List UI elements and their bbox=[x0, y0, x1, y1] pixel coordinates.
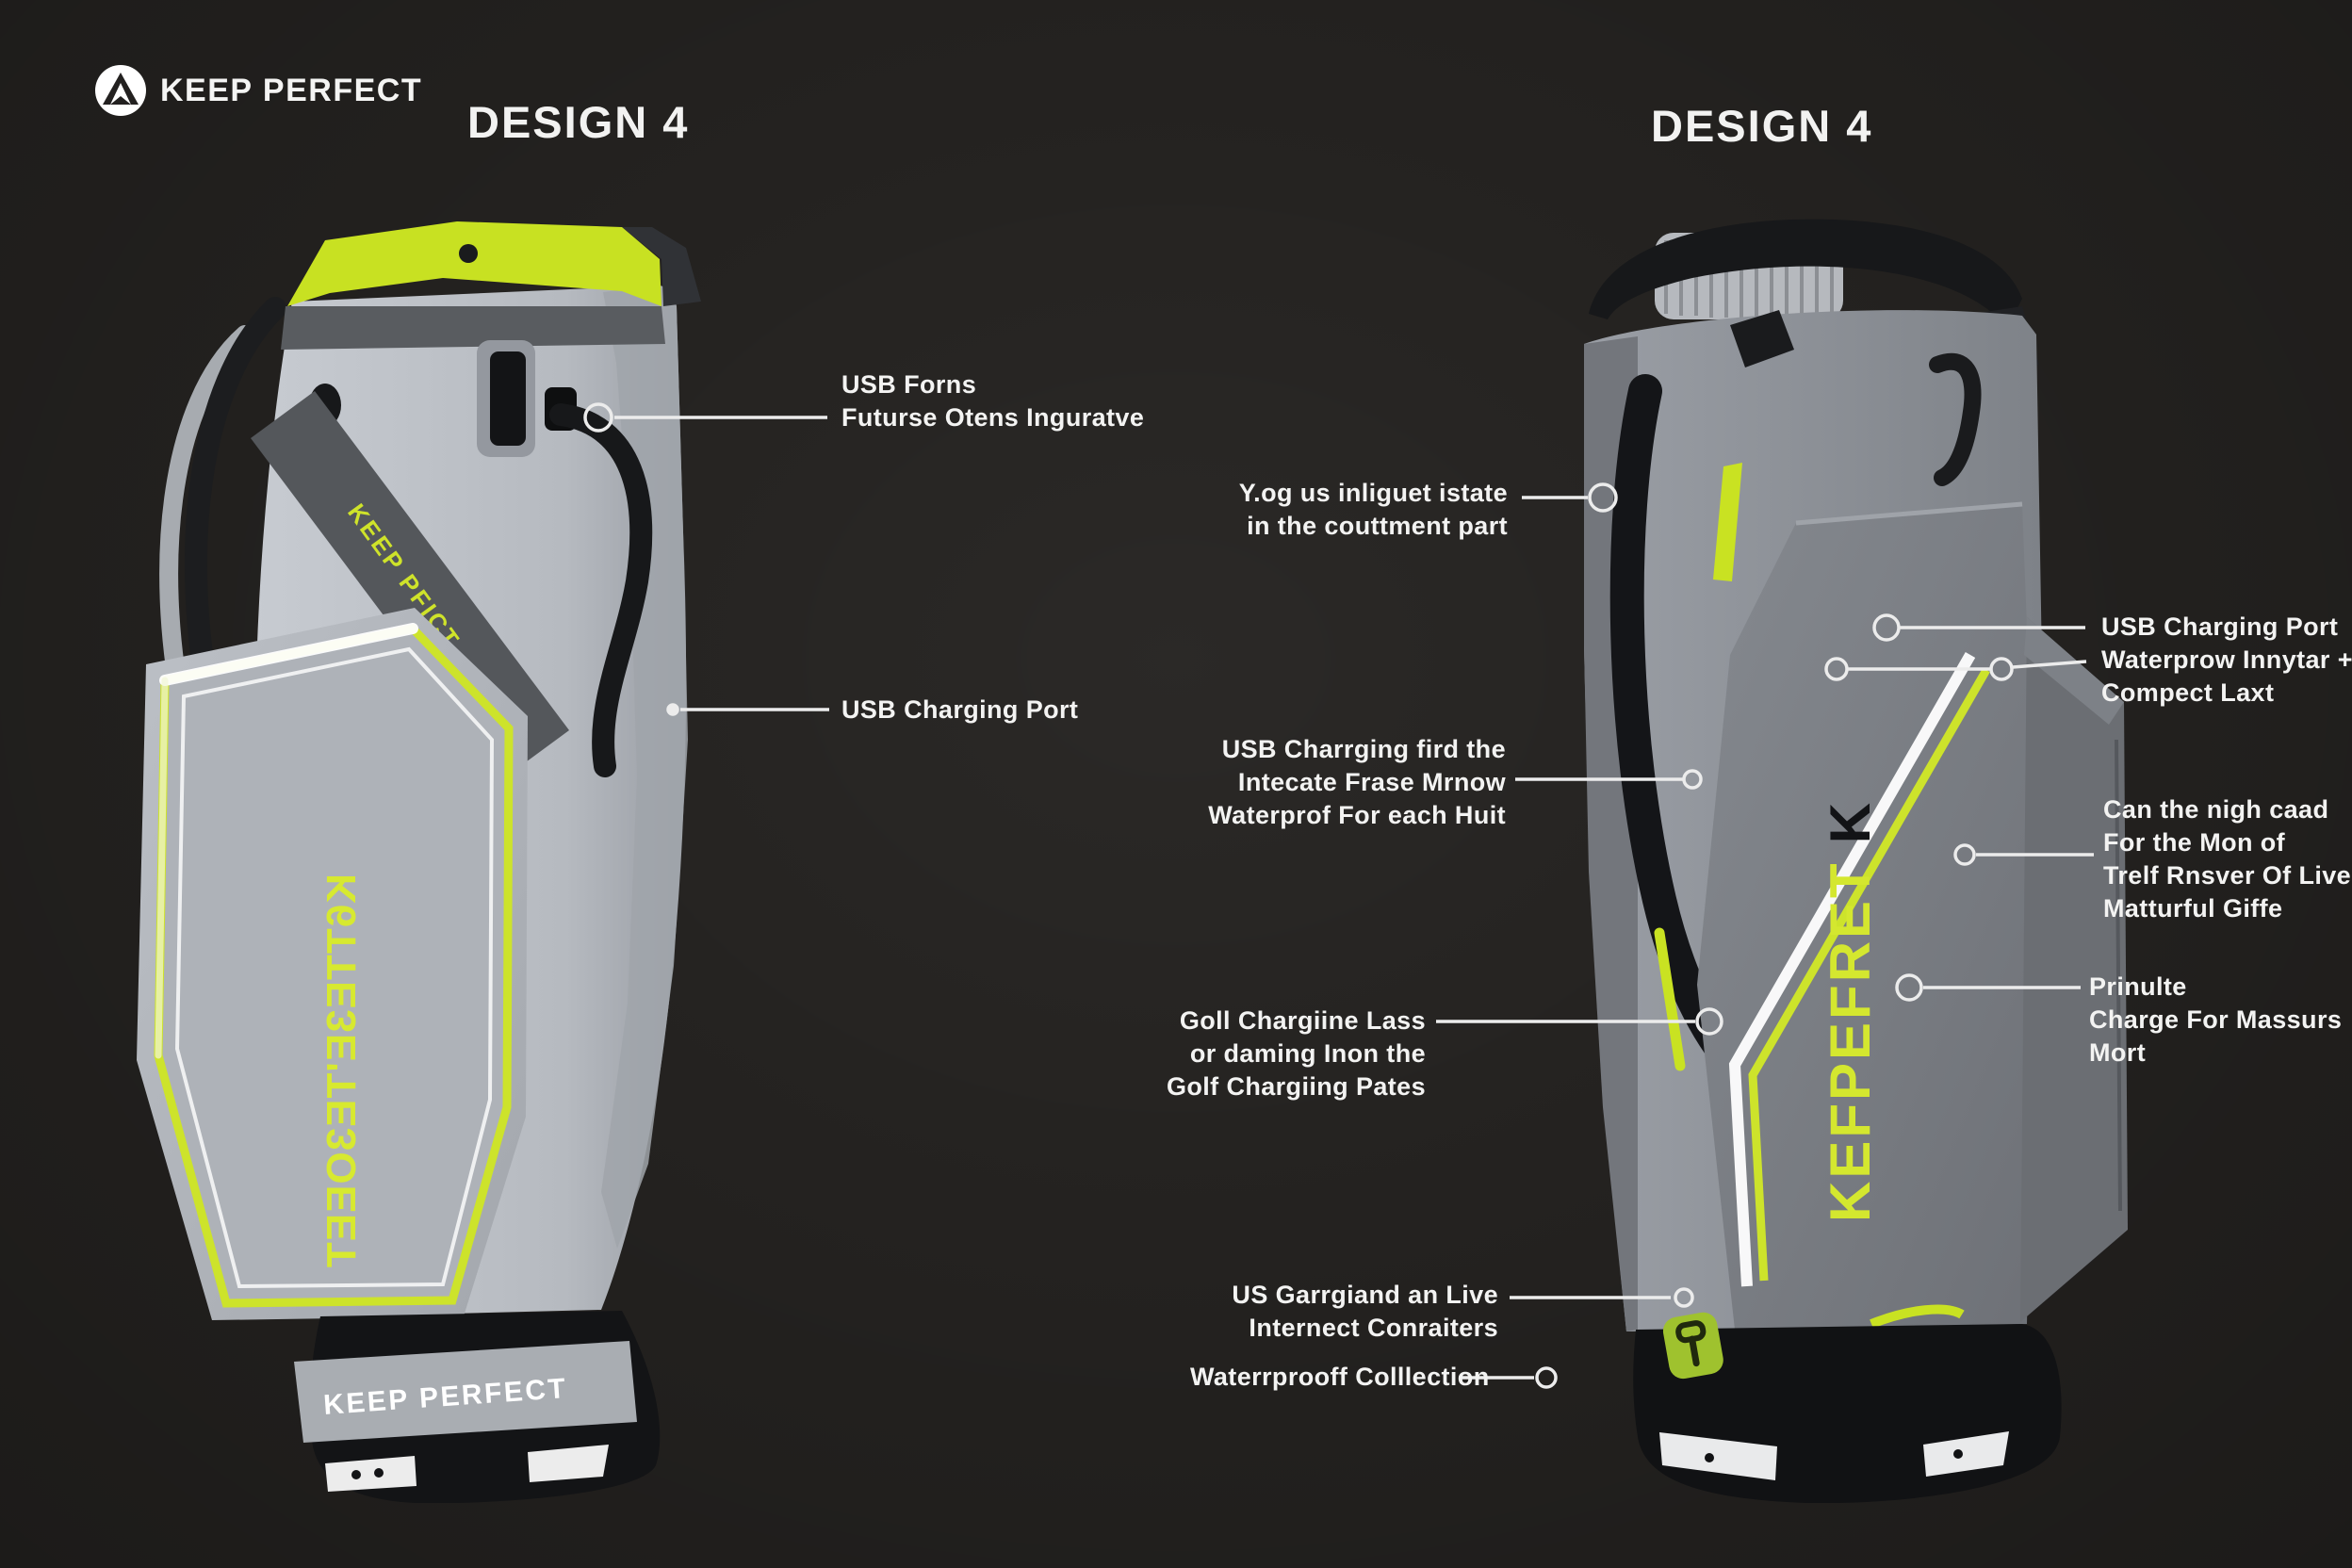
callout-line: Waterprow Innytar + bbox=[2101, 645, 2352, 674]
callout-line: Intecate Frase Mrnow bbox=[1237, 768, 1506, 796]
right-bag-side-pocket bbox=[2020, 617, 2128, 1322]
callout-line: USB Charging Port bbox=[2101, 612, 2339, 641]
callout-can-the-nigh: Can the nigh caad For the Mon of Trelf R… bbox=[2103, 793, 2351, 925]
callout-usb-charging-port-left: USB Charging Port bbox=[841, 694, 1078, 727]
design-title-right: DESIGN 4 bbox=[1651, 101, 1873, 151]
callout-line: Goll Chargiine Lass bbox=[1179, 1006, 1426, 1035]
right-bag-illustration: KEFPEFRETK bbox=[1584, 219, 2128, 1503]
right-bag-handle bbox=[1589, 219, 2022, 329]
callout-line: Y.og us inliguet istate bbox=[1238, 479, 1508, 507]
callout-us-garrgiand: US Garrgiand an Live Internect Conraiter… bbox=[1232, 1279, 1498, 1345]
callout-line: Internect Conraiters bbox=[1249, 1314, 1498, 1342]
brand-name: KEEP PERFECT bbox=[160, 72, 423, 108]
left-bag-right-shade bbox=[601, 286, 688, 1249]
callout-line: Charge For Massurs bbox=[2089, 1005, 2343, 1034]
callout-usb-charging-port-right: USB Charging Port Waterprow Innytar + Co… bbox=[2101, 611, 2352, 710]
callout-line: Futurse Otens Inguratve bbox=[841, 403, 1145, 432]
callout-line: For the Mon of bbox=[2103, 828, 2286, 857]
callout-usb-charrging-fird: USB Charrging fird the Intecate Frase Mr… bbox=[1208, 733, 1506, 832]
left-bag-illustration: KEEP PFICT K6TTE3E'TE3OEET KEEP PERFECT bbox=[137, 221, 701, 1503]
left-bag-front-panel: K6TTE3E'TE3OEET bbox=[137, 608, 528, 1320]
left-bag-base: KEEP PERFECT bbox=[294, 1311, 661, 1503]
callout-line: Matturful Giffe bbox=[2103, 894, 2283, 923]
right-bag-front-panel: KEFPEFRETK bbox=[1654, 463, 2036, 1330]
callout-line: Mort bbox=[2089, 1038, 2147, 1067]
callout-line: Compect Laxt bbox=[2101, 678, 2275, 707]
callout-waterproof-collection: Waterrprooff Colllection bbox=[1190, 1361, 1490, 1394]
callout-goll-chargiine: Goll Chargiine Lass or daming Inon the G… bbox=[1167, 1004, 1426, 1103]
callout-line: Waterrprooff Colllection bbox=[1190, 1363, 1490, 1391]
callout-line: Waterprof For each Huit bbox=[1208, 801, 1506, 829]
left-bag-panel-text: K6TTE3E'TE3OEET bbox=[318, 874, 365, 1268]
callout-line: USB Charging Port bbox=[841, 695, 1079, 724]
design-title-left: DESIGN 4 bbox=[467, 97, 690, 147]
callout-line: in the couttment part bbox=[1247, 512, 1508, 540]
callout-line: Golf Chargiing Pates bbox=[1166, 1072, 1426, 1101]
callout-log-inliguet: Y.og us inliguet istate in the couttment… bbox=[1239, 477, 1508, 543]
left-bag-cable bbox=[545, 387, 653, 777]
right-bag-base bbox=[1633, 1312, 2062, 1503]
callout-usb-forns: USB Forns Futurse Otens Inguratve bbox=[841, 368, 1144, 434]
callout-line: USB Forns bbox=[841, 370, 977, 399]
brand: KEEP PERFECT bbox=[94, 64, 422, 117]
callout-line: or daming Inon the bbox=[1189, 1039, 1426, 1068]
callout-line: Can the nigh caad bbox=[2103, 795, 2329, 824]
callout-prinulte: Prinulte Charge For Massurs Mort bbox=[2089, 971, 2342, 1070]
callout-line: USB Charrging fird the bbox=[1221, 735, 1506, 763]
brand-logo-icon bbox=[95, 65, 146, 116]
callout-line: US Garrgiand an Live bbox=[1232, 1281, 1498, 1309]
callout-line: Trelf Rnsver Of Live bbox=[2103, 861, 2352, 890]
right-bag-panel-text: KEFPEFRETK bbox=[1819, 800, 1882, 1222]
left-bag-top-rim bbox=[281, 221, 701, 350]
callout-line: Prinulte bbox=[2089, 972, 2187, 1001]
